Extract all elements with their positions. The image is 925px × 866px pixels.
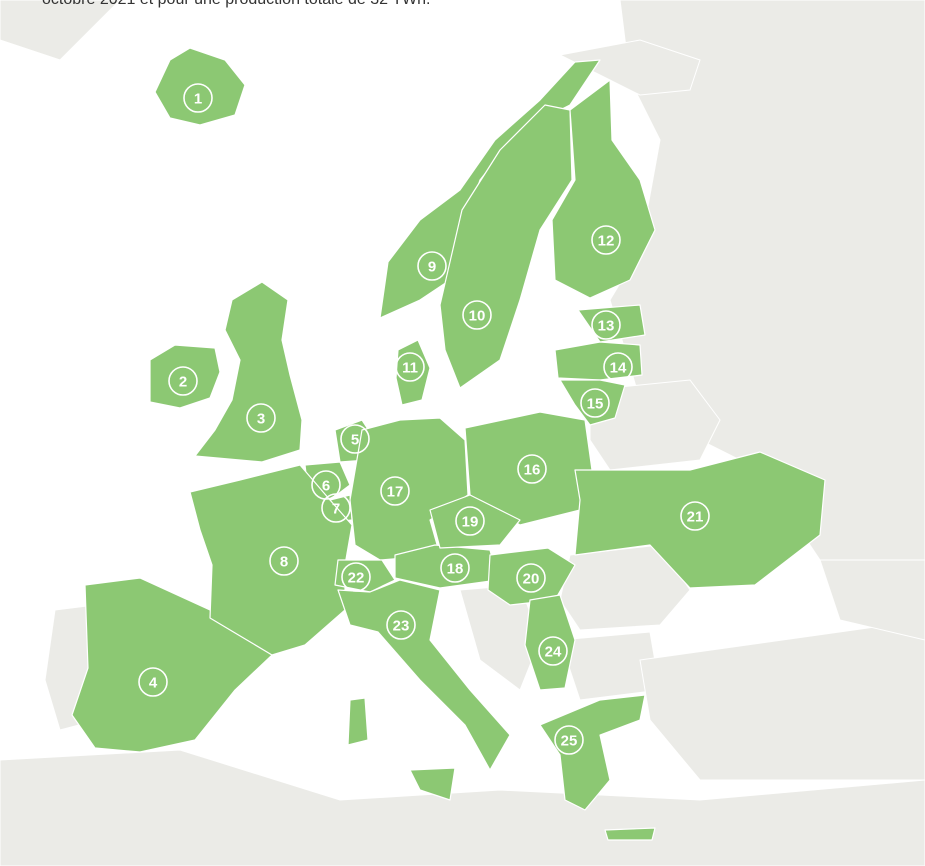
marker-18: 18 bbox=[440, 553, 470, 583]
marker-label: 1 bbox=[194, 91, 202, 108]
marker-circle bbox=[168, 366, 198, 396]
marker-label: 17 bbox=[387, 484, 404, 501]
marker-11: 11 bbox=[395, 352, 425, 382]
marker-circle bbox=[138, 667, 168, 697]
marker-circle bbox=[341, 562, 371, 592]
country-italy bbox=[337, 579, 511, 771]
marker-1: 1 bbox=[183, 83, 213, 113]
marker-label: 3 bbox=[257, 411, 265, 428]
marker-circle bbox=[183, 83, 213, 113]
marker-label: 9 bbox=[428, 259, 436, 276]
marker-circle bbox=[462, 300, 492, 330]
marker-label: 8 bbox=[280, 554, 288, 571]
land-northern-cape bbox=[558, 39, 701, 96]
marker-label: 7 bbox=[332, 501, 340, 518]
marker-circle bbox=[455, 506, 485, 536]
country-finland bbox=[551, 79, 656, 299]
marker-23: 23 bbox=[386, 610, 416, 640]
marker-20: 20 bbox=[516, 563, 546, 593]
highlighted-countries bbox=[71, 47, 826, 841]
marker-label: 22 bbox=[348, 570, 365, 587]
land-north-africa bbox=[0, 749, 925, 866]
marker-circle bbox=[246, 403, 276, 433]
land-north-atlantic bbox=[0, 0, 121, 61]
marker-2: 2 bbox=[168, 366, 198, 396]
marker-label: 6 bbox=[322, 478, 330, 495]
marker-label: 20 bbox=[523, 571, 540, 588]
marker-label: 13 bbox=[598, 318, 615, 335]
marker-label: 10 bbox=[469, 308, 486, 325]
marker-circle bbox=[269, 546, 299, 576]
country-crete bbox=[604, 827, 656, 841]
marker-21: 21 bbox=[680, 501, 710, 531]
marker-label: 18 bbox=[447, 561, 464, 578]
marker-9: 9 bbox=[417, 251, 447, 281]
country-sweden bbox=[439, 104, 573, 389]
country-ireland bbox=[149, 344, 221, 409]
land-caucasus bbox=[819, 559, 925, 641]
marker-4: 4 bbox=[138, 667, 168, 697]
marker-label: 5 bbox=[351, 432, 359, 449]
country-greece bbox=[539, 694, 646, 811]
marker-label: 14 bbox=[610, 360, 627, 377]
marker-circle bbox=[591, 310, 621, 340]
country-ukraine bbox=[574, 451, 826, 589]
country-czech-republic bbox=[429, 494, 521, 549]
marker-label: 11 bbox=[402, 360, 418, 377]
marker-12: 12 bbox=[591, 225, 621, 255]
marker-circle bbox=[386, 610, 416, 640]
marker-label: 16 bbox=[524, 462, 541, 479]
marker-label: 24 bbox=[545, 644, 562, 661]
marker-label: 19 bbox=[462, 514, 479, 531]
country-latvia bbox=[554, 341, 643, 381]
marker-14: 14 bbox=[603, 352, 633, 382]
marker-circle bbox=[417, 251, 447, 281]
marker-circle bbox=[603, 352, 633, 382]
marker-circle bbox=[440, 553, 470, 583]
marker-circle bbox=[538, 636, 568, 666]
country-iceland bbox=[154, 47, 246, 126]
marker-circle bbox=[380, 476, 410, 506]
marker-circle bbox=[554, 725, 584, 755]
marker-label: 15 bbox=[587, 396, 604, 413]
marker-label: 21 bbox=[687, 509, 704, 526]
marker-13: 13 bbox=[591, 310, 621, 340]
marker-19: 19 bbox=[455, 506, 485, 536]
marker-label: 25 bbox=[561, 733, 578, 750]
marker-circle bbox=[517, 454, 547, 484]
marker-label: 12 bbox=[598, 233, 615, 250]
marker-15: 15 bbox=[580, 388, 610, 418]
marker-label: 23 bbox=[393, 618, 410, 635]
marker-label: 2 bbox=[179, 374, 187, 391]
marker-25: 25 bbox=[554, 725, 584, 755]
marker-3: 3 bbox=[246, 403, 276, 433]
country-markers: 1234567891011121314151617181920212223242… bbox=[138, 83, 710, 755]
marker-17: 17 bbox=[380, 476, 410, 506]
marker-16: 16 bbox=[517, 454, 547, 484]
marker-label: 4 bbox=[149, 675, 158, 692]
country-sardinia bbox=[347, 697, 369, 746]
country-lithuania bbox=[559, 379, 626, 426]
country-denmark bbox=[395, 339, 431, 406]
marker-circle bbox=[591, 225, 621, 255]
marker-22: 22 bbox=[341, 562, 371, 592]
marker-5: 5 bbox=[340, 424, 370, 454]
marker-circle bbox=[395, 352, 425, 382]
land-belarus bbox=[589, 379, 721, 471]
marker-24: 24 bbox=[538, 636, 568, 666]
marker-circle bbox=[580, 388, 610, 418]
marker-circle bbox=[340, 424, 370, 454]
marker-7: 7 bbox=[321, 493, 351, 523]
marker-circle bbox=[680, 501, 710, 531]
country-serbia bbox=[524, 594, 576, 691]
marker-10: 10 bbox=[462, 300, 492, 330]
country-sicily bbox=[409, 767, 456, 801]
marker-8: 8 bbox=[269, 546, 299, 576]
marker-circle bbox=[516, 563, 546, 593]
country-switzerland bbox=[334, 559, 396, 593]
marker-circle bbox=[321, 493, 351, 523]
